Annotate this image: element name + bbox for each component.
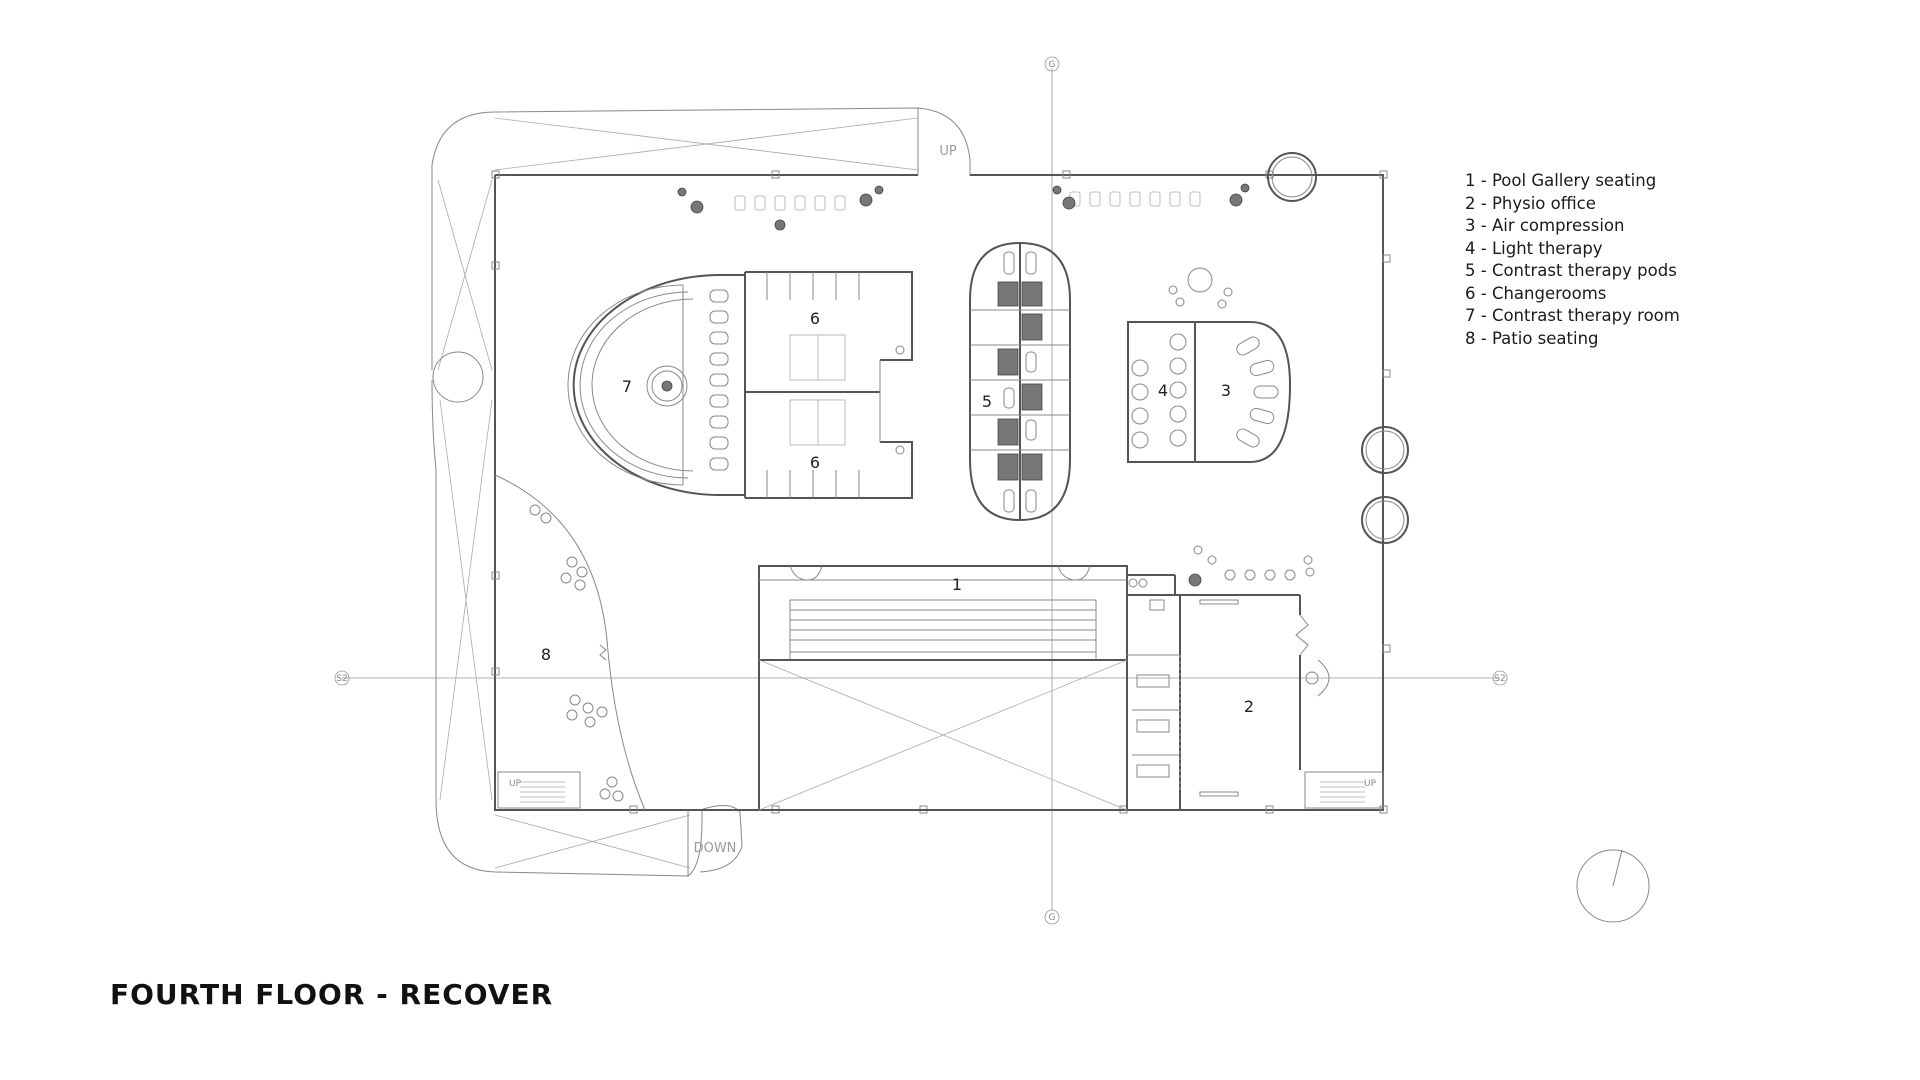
- legend-item-5: 5 - Contrast therapy pods: [1465, 261, 1677, 280]
- columns: [491, 152, 1409, 814]
- room-label-7: 7: [622, 377, 632, 396]
- room-label-5: 5: [982, 392, 992, 411]
- grid-label-bottom: G: [1049, 913, 1056, 923]
- physio-office: [1127, 574, 1330, 810]
- contrast-therapy-pods: [969, 242, 1071, 522]
- legend-item-6: 6 - Changerooms: [1465, 283, 1607, 303]
- top-seating-rows: [677, 183, 1250, 231]
- legend-item-1: 1 - Pool Gallery seating: [1465, 171, 1657, 190]
- east-seating-row: [1188, 545, 1315, 587]
- room-label-6-lower: 6: [810, 453, 820, 472]
- contrast-therapy-room: [567, 274, 745, 496]
- patio-seating: [494, 474, 646, 811]
- changerooms: [744, 271, 913, 499]
- room-label-6-upper: 6: [810, 309, 820, 328]
- stair-label-up-left: UP: [509, 779, 522, 789]
- pool-gallery: [758, 565, 1128, 811]
- legend-item-8: 8 - Patio seating: [1465, 328, 1599, 348]
- north-arrow-icon: [1576, 849, 1650, 923]
- grid-label-left: S2: [336, 674, 347, 684]
- grid-lines: G G S2 S2: [334, 56, 1508, 925]
- legend-item-7: 7 - Contrast therapy room: [1465, 306, 1680, 325]
- legend-item-2: 2 - Physio office: [1465, 193, 1596, 213]
- room-label-3: 3: [1221, 381, 1231, 400]
- room-label-1: 1: [952, 575, 962, 594]
- building-envelope: [431, 107, 1384, 877]
- legend-item-4: 4 - Light therapy: [1465, 238, 1603, 258]
- room-legend: 1 - Pool Gallery seating 2 - Physio offi…: [1465, 170, 1680, 350]
- legend-item-3: 3 - Air compression: [1465, 216, 1625, 235]
- page-title: FOURTH FLOOR - RECOVER: [110, 978, 554, 1011]
- grid-label-top: G: [1049, 60, 1056, 70]
- stair-label-up-right: UP: [1364, 779, 1377, 789]
- stairs: [497, 771, 1384, 809]
- grid-label-right: S2: [1494, 674, 1505, 684]
- room-label-8: 8: [541, 645, 551, 664]
- room-label-4: 4: [1158, 381, 1168, 400]
- light-and-air-rooms: [1127, 267, 1292, 463]
- stair-label-down: DOWN: [694, 841, 737, 856]
- stair-label-up-top: UP: [939, 144, 957, 159]
- room-label-2: 2: [1244, 697, 1254, 716]
